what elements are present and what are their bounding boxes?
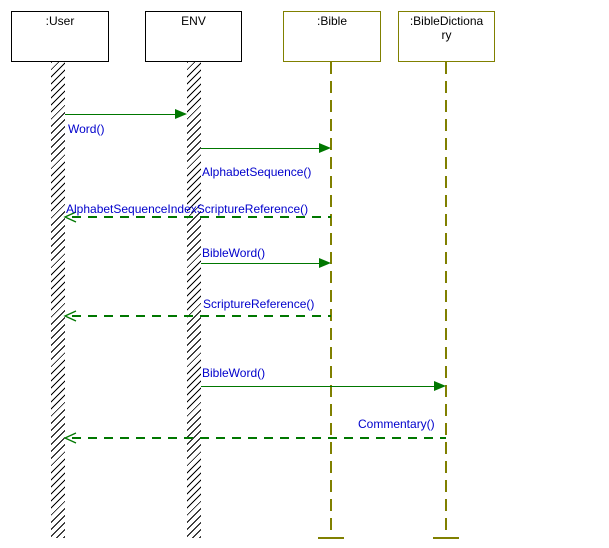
lifeline-head-env-label: ENV [181,14,206,28]
message-label: Word() [68,122,105,136]
lifeline-head-user-label: :User [45,14,75,28]
message-label: AlphabetSequenceIndexScriptureReference(… [66,202,309,216]
filled-arrowhead-icon [319,143,331,153]
filled-arrowhead-icon [434,381,446,391]
message-line [65,114,177,115]
message-line [201,386,436,387]
lifeline-end-bible [318,537,344,539]
message-label: ScriptureReference() [203,297,315,311]
message-label: BibleWord() [202,246,266,260]
lifeline-head-env[interactable]: ENV [145,11,242,62]
message-line [72,315,331,317]
lifeline-head-bibledictionary-label-line1: :BibleDictiona [409,14,484,28]
message-line [201,148,321,149]
filled-arrowhead-icon [319,258,331,268]
lifeline-bible[interactable] [330,62,332,534]
lifeline-head-bible-label: :Bible [316,14,348,28]
message-label: AlphabetSequence() [202,165,312,179]
lifeline-head-bibledictionary[interactable]: :BibleDictiona ry [398,11,495,62]
message-line [72,216,331,218]
activation-bar-env[interactable] [187,62,201,538]
lifeline-end-bibledictionary [433,537,459,539]
message-label: Commentary() [358,417,435,431]
message-label: BibleWord() [202,366,266,380]
lifeline-head-bibledictionary-label-line2: ry [441,28,452,42]
open-arrowhead-icon [63,310,77,322]
lifeline-bibledictionary[interactable] [445,62,447,534]
message-line [72,437,446,439]
activation-bar-user[interactable] [51,62,65,538]
filled-arrowhead-icon [175,109,187,119]
open-arrowhead-icon [63,432,77,444]
open-arrowhead-icon [63,211,77,223]
message-line [201,263,321,264]
lifeline-head-bible[interactable]: :Bible [283,11,381,62]
lifeline-head-user[interactable]: :User [11,11,109,62]
